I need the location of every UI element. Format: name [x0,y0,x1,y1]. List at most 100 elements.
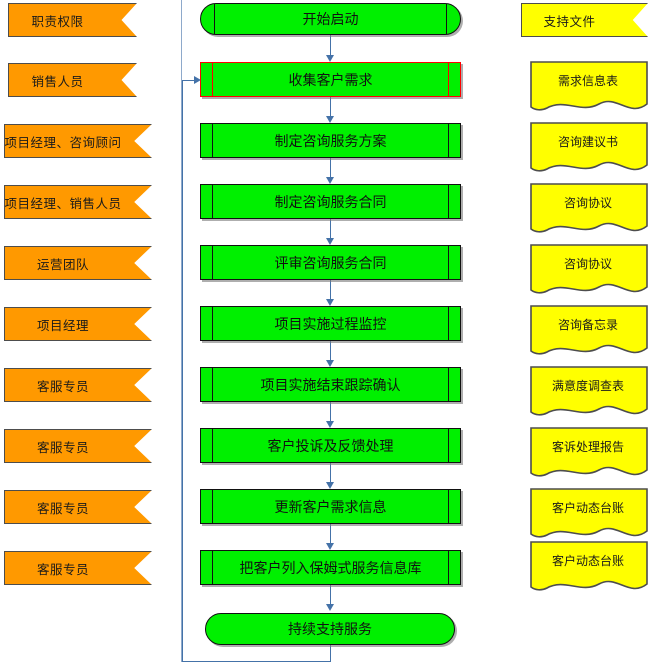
document-shape-1[interactable]: 需求信息表 [529,60,648,116]
process-step-label-8: 把客户列入保姆式服务信息库 [239,559,422,576]
document-icon [530,427,648,477]
responsibility-label-9: 客服专员 [36,562,89,577]
connector-step4-to-step5 [330,280,331,301]
process-step-1[interactable]: 制定咨询服务方案 [200,123,461,158]
responsibility-banner-1[interactable]: 销售人员 [8,63,137,97]
arrowhead-step6 [325,360,334,367]
responsibility-banner-0[interactable]: 职责权限 [8,3,137,37]
predefined-bar-right [448,429,449,462]
document-icon [530,366,648,416]
process-step-8[interactable]: 把客户列入保姆式服务信息库 [200,550,461,585]
process-end-label: 持续支持服务 [288,621,372,637]
predefined-bar-right [448,246,449,279]
document-shape-5[interactable]: 咨询备忘录 [529,304,648,360]
document-shape-6[interactable]: 满意度调查表 [529,365,648,421]
document-icon [530,122,648,172]
arrowhead-step7 [325,421,334,428]
process-step-3[interactable]: 评审咨询服务合同 [200,245,461,280]
process-end[interactable]: 持续支持服务 [205,613,455,645]
connector-step3-to-step4 [330,219,331,240]
document-banner-0[interactable]: 支持文件 [521,3,648,37]
connector-start-to-step1 [330,35,331,57]
column-divider [181,0,182,662]
predefined-bar-right [448,490,449,523]
responsibility-label-1: 销售人员 [31,74,84,89]
connector-step2-to-step3 [330,158,331,179]
document-shape-9[interactable]: 客户动态台账 [529,540,648,596]
predefined-bar-left [212,307,213,340]
responsibility-banner-9[interactable]: 客服专员 [4,551,152,585]
predefined-bar-left [212,185,213,218]
connector-step8-to-step9 [330,524,331,545]
feedback-loop-into-step1 [182,80,195,81]
responsibility-banner-6[interactable]: 客服专员 [4,368,152,402]
connector-step1-to-step2 [330,97,331,118]
arrowhead-step2 [325,116,334,123]
process-step-label-3: 评审咨询服务合同 [274,254,387,271]
arrowhead-step3 [325,177,334,184]
predefined-bar-left [212,124,213,157]
connector-step5-to-step6 [330,341,331,362]
document-icon [530,61,648,111]
connector-step6-to-step7 [330,402,331,423]
arrowhead-step5 [325,299,334,306]
responsibility-label-2: 项目经理、咨询顾问 [4,135,122,150]
document-shape-2[interactable]: 咨询建议书 [529,121,648,177]
document-icon [530,488,648,538]
process-step-label-4: 项目实施过程监控 [274,315,387,332]
document-shape-3[interactable]: 咨询协议 [529,182,648,238]
arrowhead-step9 [325,543,334,550]
document-shape-4[interactable]: 咨询协议 [529,243,648,299]
feedback-loop-down [330,645,331,662]
responsibility-label-7: 客服专员 [36,440,89,455]
arrowhead-step4 [325,238,334,245]
responsibility-banner-7[interactable]: 客服专员 [4,429,152,463]
predefined-bar-left [212,246,213,279]
responsibility-label-0: 职责权限 [31,14,84,29]
responsibility-banner-8[interactable]: 客服专员 [4,490,152,524]
responsibility-label-4: 运营团队 [36,257,89,272]
responsibility-banner-3[interactable]: 项目经理、销售人员 [4,185,152,219]
responsibility-banner-5[interactable]: 项目经理 [4,307,152,341]
predefined-bar-right [448,307,449,340]
process-step-label-1: 制定咨询服务方案 [274,132,387,149]
document-icon [530,183,648,233]
process-step-label-5: 项目实施结束跟踪确认 [260,376,401,393]
process-step-2[interactable]: 制定咨询服务合同 [200,184,461,219]
predefined-bar-left [212,490,213,523]
arrowhead-step8 [325,482,334,489]
predefined-bar-left [212,63,213,96]
predefined-bar-right [448,124,449,157]
document-shape-7[interactable]: 客诉处理报告 [529,426,648,482]
process-step-5[interactable]: 项目实施结束跟踪确认 [200,367,461,402]
responsibility-banner-4[interactable]: 运营团队 [4,246,152,280]
process-step-4[interactable]: 项目实施过程监控 [200,306,461,341]
predefined-bar-left [212,551,213,584]
responsibility-label-5: 项目经理 [36,318,89,333]
predefined-bar-right [448,185,449,218]
connector-step9-to-end [330,585,331,606]
feedback-loop-up [182,80,183,662]
document-icon [530,305,648,355]
process-step-label-6: 客户投诉及反馈处理 [267,437,394,454]
predefined-bar-left [212,368,213,401]
connector-step7-to-step8 [330,463,331,484]
arrowhead-step1 [325,55,334,62]
process-step-7[interactable]: 更新客户需求信息 [200,489,461,524]
document-shape-8[interactable]: 客户动态台账 [529,487,648,543]
responsibility-label-3: 项目经理、销售人员 [4,196,122,211]
responsibility-label-6: 客服专员 [36,379,89,394]
process-start[interactable]: 开始启动 [200,3,461,35]
process-step-0[interactable]: 收集客户需求 [200,62,461,97]
process-step-label-0: 收集客户需求 [288,71,373,88]
predefined-bar-left [212,429,213,462]
responsibility-banner-2[interactable]: 项目经理、咨询顾问 [4,124,152,158]
feedback-arrowhead [194,75,201,84]
terminator-bar-right [446,4,447,34]
predefined-bar-right [448,368,449,401]
predefined-bar-right [448,551,449,584]
process-step-6[interactable]: 客户投诉及反馈处理 [200,428,461,463]
predefined-bar-right [448,63,449,96]
process-start-label: 开始启动 [302,11,359,27]
